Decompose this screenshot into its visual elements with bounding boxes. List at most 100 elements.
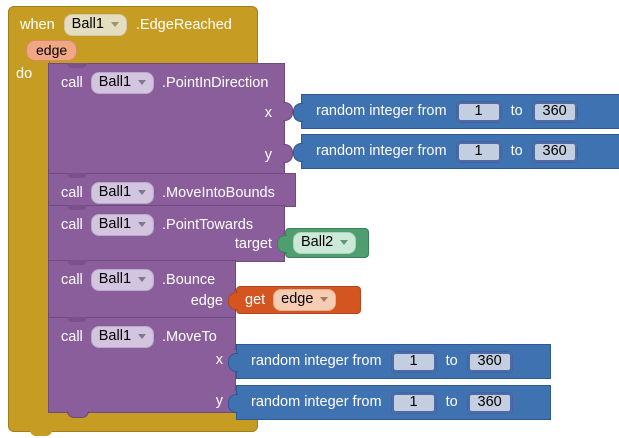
get-keyword: get (245, 291, 266, 308)
variable-name-dropdown[interactable]: edge (273, 289, 337, 311)
method-name-label: .PointInDirection (162, 74, 269, 91)
random-integer-block-x2[interactable]: random integer from 1 to 360 (228, 344, 551, 379)
component-dropdown[interactable]: Ball1 (90, 72, 155, 94)
statement-header-row: call Ball1 .Bounce (61, 269, 215, 291)
value-plug (228, 394, 238, 413)
random-inner: random integer from 1 to 360 (237, 350, 513, 373)
value-plug (228, 292, 238, 310)
event-component-dropdown[interactable]: Ball1 (63, 14, 127, 36)
to-label: to (510, 103, 523, 120)
value-plug (293, 143, 303, 162)
block-top-notch (67, 63, 87, 68)
random-from-input[interactable]: 1 (390, 391, 437, 414)
statement-header-row: call Ball1 .MoveTo (61, 326, 217, 348)
random-to-input[interactable]: 360 (531, 140, 578, 163)
block-top-notch (67, 260, 87, 265)
to-label: to (445, 353, 458, 370)
socket-y (283, 144, 293, 163)
component-label: Ball1 (98, 271, 132, 287)
statement-block-pointindirection[interactable]: call Ball1 .PointInDirection x y (48, 63, 293, 180)
random-label: random integer from (251, 394, 382, 411)
arg-label-edge: edge (190, 293, 223, 309)
arg-label-x: x (264, 105, 272, 121)
value-plug (277, 235, 287, 253)
value-plug (228, 353, 238, 372)
random-label: random integer from (251, 353, 382, 370)
chevron-down-icon (138, 79, 147, 85)
arg-label-y: y (215, 393, 223, 409)
chevron-down-icon (340, 240, 349, 245)
chevron-down-icon (138, 333, 147, 339)
arg-row-y: y (265, 148, 272, 163)
component-dropdown[interactable]: Ball1 (90, 326, 155, 348)
chevron-down-icon (110, 21, 119, 27)
event-block-left-bar[interactable] (8, 60, 50, 412)
event-header-row: when Ball1 .EdgeReached (20, 14, 232, 36)
block-top-notch (67, 173, 87, 178)
statement-header-row: call Ball1 .MoveIntoBounds (61, 182, 275, 204)
arg-row-x: x (216, 353, 223, 368)
random-label: random integer from (316, 103, 447, 120)
arg-row-target: target (235, 237, 272, 252)
chevron-down-icon (138, 221, 147, 227)
random-from-input[interactable]: 1 (455, 100, 502, 123)
component-label: Ball1 (98, 328, 132, 344)
statement-block-bounce[interactable]: call Ball1 .Bounce edge (48, 260, 244, 324)
chevron-down-icon (320, 297, 329, 302)
method-name-label: .MoveTo (162, 328, 217, 345)
statement-block-pointtowards[interactable]: call Ball1 .PointTowards target (48, 205, 293, 267)
do-label: do (16, 66, 33, 82)
random-inner: random integer from 1 to 360 (302, 140, 578, 163)
random-from-input[interactable]: 1 (455, 140, 502, 163)
random-from-input[interactable]: 1 (390, 350, 437, 373)
event-block-bottom-notch (30, 430, 52, 436)
random-to-input[interactable]: 360 (531, 100, 578, 123)
arg-label-y: y (264, 147, 272, 163)
arg-row-y: y (216, 394, 223, 409)
random-inner: random integer from 1 to 360 (302, 100, 578, 123)
statement-header-row: call Ball1 .PointInDirection (61, 72, 268, 94)
component-getter-dropdown[interactable]: Ball2 (293, 232, 357, 254)
value-plug (293, 103, 303, 122)
event-parameter-edge[interactable]: edge (26, 40, 78, 61)
variable-name-label: edge (281, 291, 314, 308)
random-integer-block-y2[interactable]: random integer from 1 to 360 (228, 385, 551, 420)
random-to-input[interactable]: 360 (466, 391, 513, 414)
when-keyword: when (20, 16, 55, 33)
component-label: Ball1 (98, 74, 132, 90)
variable-get-block-edge[interactable]: get edge (228, 286, 361, 314)
method-name-label: .MoveIntoBounds (162, 184, 275, 201)
arg-row-edge: edge (191, 294, 223, 309)
component-dropdown[interactable]: Ball1 (90, 214, 155, 236)
random-inner: random integer from 1 to 360 (237, 391, 513, 414)
component-getter-block-ball2[interactable]: Ball2 (277, 228, 369, 258)
arg-row-x: x (265, 106, 272, 121)
random-integer-block-x1[interactable]: random integer from 1 to 360 (293, 94, 619, 129)
method-name-label: .PointTowards (162, 216, 254, 233)
event-component-label: Ball1 (71, 16, 104, 32)
arg-label-x: x (215, 352, 223, 368)
block-top-notch (67, 317, 87, 322)
block-bottom-notch (67, 411, 89, 418)
component-label: Ball1 (98, 184, 132, 200)
component-getter-label: Ball2 (301, 234, 334, 251)
random-integer-block-y1[interactable]: random integer from 1 to 360 (293, 134, 619, 169)
statement-block-moveto[interactable]: call Ball1 .MoveTo x y (48, 317, 244, 418)
statement-block-moveintobounds[interactable]: call Ball1 .MoveIntoBounds (48, 173, 296, 212)
call-keyword: call (61, 328, 83, 345)
method-name-label: .Bounce (162, 271, 216, 288)
to-label: to (445, 394, 458, 411)
component-dropdown[interactable]: Ball1 (90, 182, 155, 204)
call-keyword: call (61, 271, 83, 288)
arg-label-target: target (234, 236, 272, 252)
random-to-input[interactable]: 360 (466, 350, 513, 373)
chevron-down-icon (138, 276, 147, 282)
component-label: Ball1 (98, 216, 132, 232)
call-keyword: call (61, 216, 83, 233)
to-label: to (510, 143, 523, 160)
component-dropdown[interactable]: Ball1 (90, 269, 155, 291)
call-keyword: call (61, 184, 83, 201)
call-keyword: call (61, 74, 83, 91)
socket-x (283, 102, 293, 121)
